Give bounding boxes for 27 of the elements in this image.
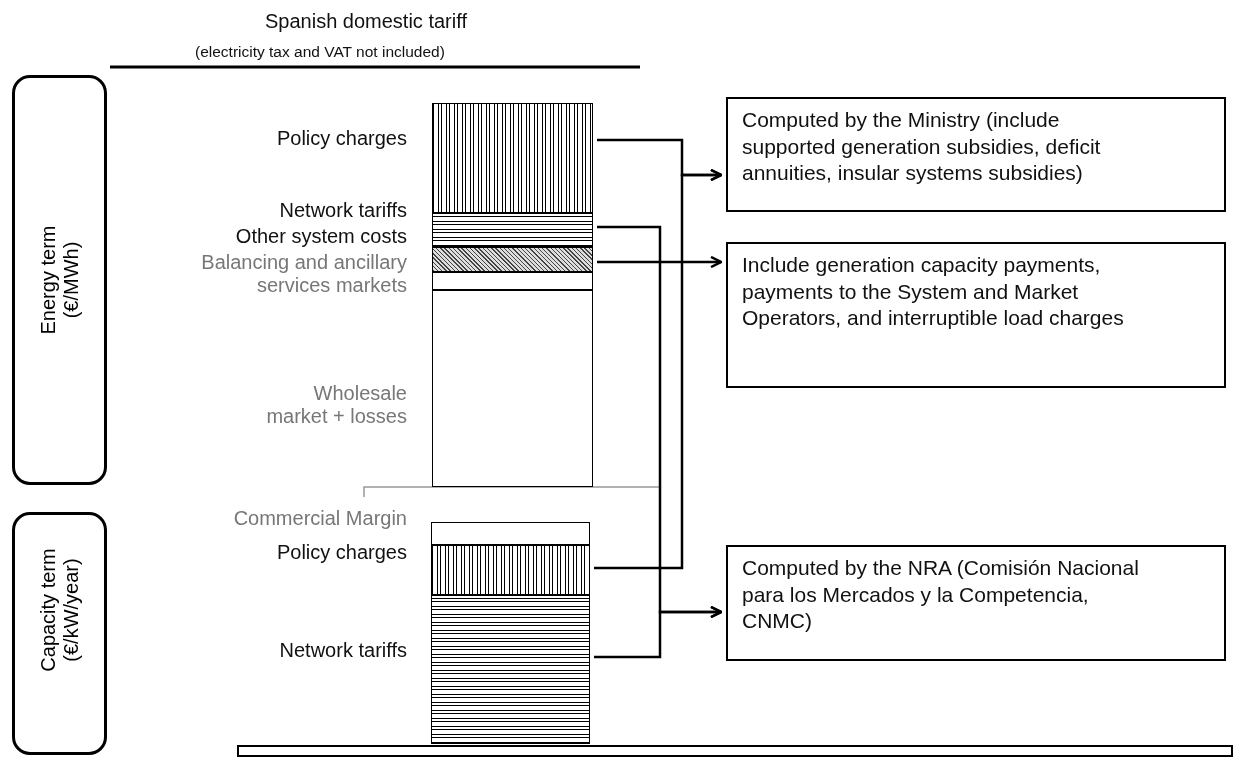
bar-segment [432, 272, 593, 290]
segment-label: Balancing and ancillary services markets [200, 251, 407, 297]
connector-arrow [594, 605, 723, 659]
connector-arrow [595, 255, 723, 269]
segment-label: Network tariffs [278, 639, 407, 662]
bar-segment [432, 290, 593, 487]
note-box: Computed by the NRA (Comisión Nacional para los Mercados y la Competencia, CNMC) [726, 545, 1226, 661]
bar-segment [432, 213, 593, 247]
segment-label: Network tariffs [278, 199, 407, 222]
segment-label: Commercial Margin [232, 507, 407, 530]
connector-arrow [594, 168, 723, 570]
segment-label: Policy charges [275, 127, 407, 150]
term-bracket-box: Energy term (€/MWh) [12, 75, 107, 485]
segment-label: Wholesale market + losses [265, 382, 407, 428]
note-box: Include generation capacity payments, payments to the System and Market Operators, and interruptible load charges [726, 242, 1226, 388]
diagram-title: Spanish domestic tariff [265, 10, 467, 33]
bar-segment [431, 545, 590, 595]
bar-segment [431, 522, 590, 545]
bar-segment [432, 247, 593, 272]
bar-segment [432, 103, 593, 213]
note-box: Computed by the Ministry (include supported generation subsidies, deficit annuities, insular systems subsidies) [726, 97, 1226, 212]
segment-label: Policy charges [275, 541, 407, 564]
segment-label: Other system costs [234, 225, 407, 248]
subtitle: (electricity tax and VAT not included) [195, 43, 445, 61]
term-bracket-box: Capacity term (€/kW/year) [12, 512, 107, 755]
bar-segment [431, 595, 590, 744]
empty-box [237, 745, 1233, 757]
